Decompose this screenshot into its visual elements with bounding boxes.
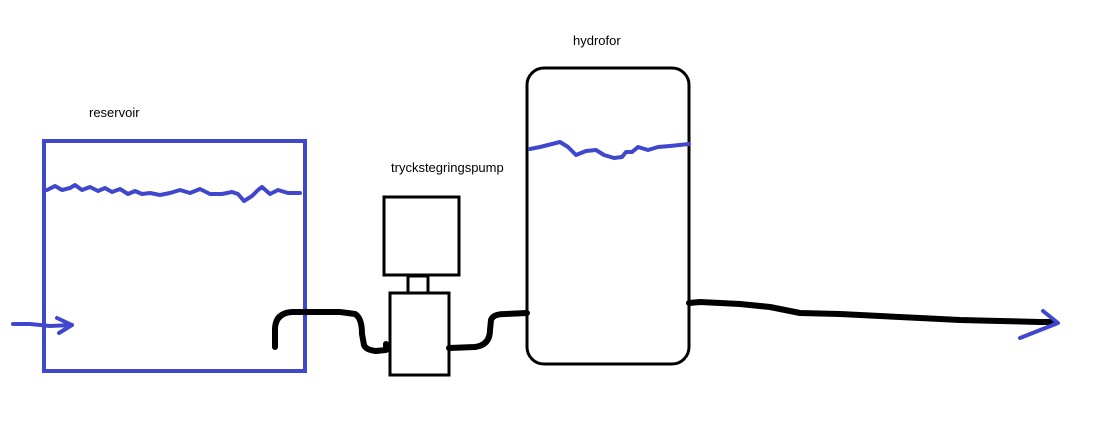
reservoir-label: reservoir [89, 105, 140, 120]
hydrofor-outline [525, 66, 691, 366]
suction-pipe [272, 309, 389, 354]
pump-coupling [406, 274, 430, 295]
inflow-arrow-head [55, 316, 74, 335]
reservoir-outline [42, 139, 307, 373]
pump-motor [382, 195, 461, 277]
inflow-arrow [11, 316, 74, 335]
inflow-arrow-shaft [11, 322, 74, 329]
pressure-pipe [446, 310, 530, 351]
outflow-arrow-head [1018, 309, 1060, 340]
hydrofor-water-level [528, 140, 691, 160]
reservoir-water-level [45, 183, 302, 203]
pump-body [388, 291, 451, 377]
hydrofor-label: hydrofor [573, 33, 621, 48]
hydrofor-tank [525, 66, 691, 366]
outflow-pipe [686, 299, 1055, 325]
pump-label: tryckstegringspump [391, 160, 504, 175]
reservoir-tank [42, 139, 307, 373]
booster-pump [382, 195, 461, 377]
